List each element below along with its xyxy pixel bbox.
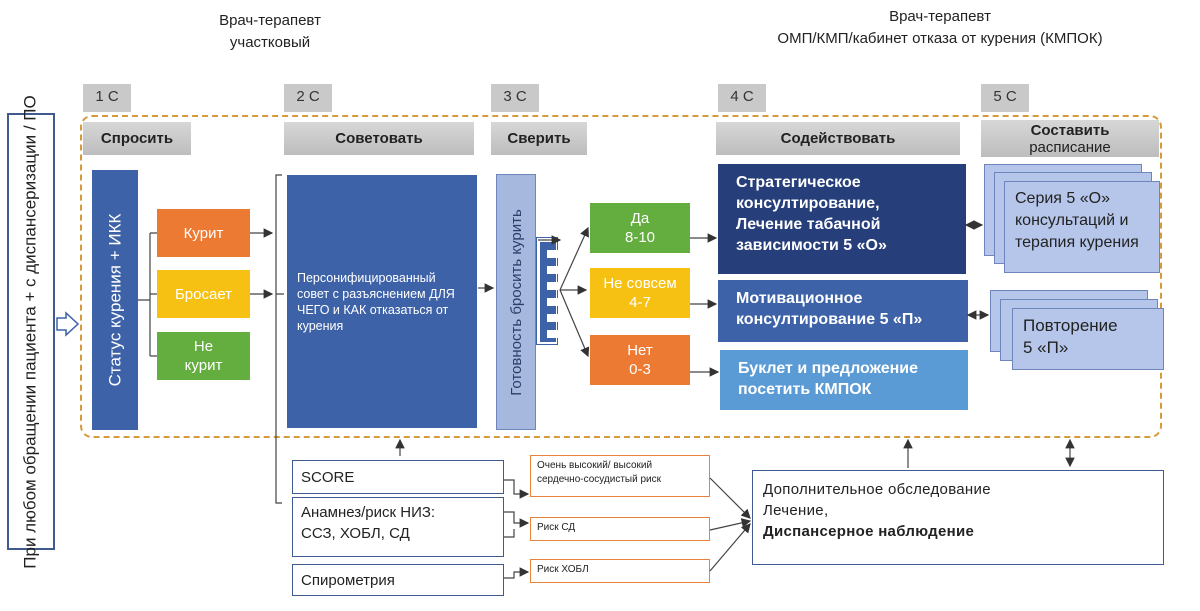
followup-line-3: Диспансерное наблюдение <box>763 523 975 540</box>
anamnesis-line-2: ССЗ, ХОБЛ, СД <box>301 525 410 542</box>
answer-not-quite-range: 4-7 <box>629 294 651 311</box>
series-line-2: консультаций и <box>1015 212 1129 229</box>
motivational-line-1: Мотивационное <box>736 290 863 307</box>
readiness-scale-graphic <box>540 242 559 342</box>
step-4-title: Содействовать <box>716 122 960 155</box>
role-caption-left: Врач-терапевт участковый <box>180 10 360 54</box>
copd-risk-box: Риск ХОБЛ <box>530 559 710 583</box>
step-1-title: Спросить <box>83 122 191 155</box>
series-line-1: Серия 5 «О» <box>1015 190 1110 207</box>
strategic-line-3: Лечение табачной <box>736 216 881 233</box>
readiness-scale-icon <box>536 237 559 345</box>
booklet-line-2: посетить КМПОК <box>738 381 872 398</box>
role-caption-left-line1: Врач-терапевт <box>219 12 321 29</box>
step-5-number: 5 С <box>981 84 1029 112</box>
diabetes-risk-box: Риск СД <box>530 517 710 541</box>
smoking-status-bar: Статус курения + ИКК <box>92 170 138 430</box>
answer-no-range: 0-3 <box>629 361 651 378</box>
strategic-line-4: зависимости 5 «О» <box>736 237 887 254</box>
readiness-bar: Готовность бросить курить <box>496 174 536 430</box>
repeat-line-2: 5 «П» <box>1023 338 1069 357</box>
role-caption-right-line1: Врач-терапевт <box>889 8 991 25</box>
motivational-counseling-box: Мотивационное консултирование 5 «П» <box>718 280 968 342</box>
motivational-line-2: консултирование 5 «П» <box>736 311 923 328</box>
repeat-box: Повторение 5 «П» <box>1012 308 1164 370</box>
step-5-title-line2: расписание <box>1029 138 1111 156</box>
cv-risk-line-1: Очень высокий/ высокий <box>537 460 653 471</box>
role-caption-right-line2: ОМП/КМП/кабинет отказа от курения (КМПОК… <box>777 30 1103 47</box>
role-caption-right: Врач-терапевт ОМП/КМП/кабинет отказа от … <box>700 6 1180 50</box>
score-box: SCORE <box>292 460 504 494</box>
followup-line-2: Лечение, <box>763 502 829 519</box>
process-outline <box>80 115 1162 438</box>
step-4-number: 4 С <box>718 84 766 112</box>
cv-risk-line-2: сердечно-сосудистый риск <box>537 474 661 485</box>
booklet-line-1: Буклет и предложение <box>738 360 919 377</box>
step-5-title-line1: Составить <box>1030 121 1110 139</box>
strategic-line-2: консултирование, <box>736 195 880 212</box>
anamnesis-line-1: Анамнез/риск НИЗ: <box>301 504 436 521</box>
followup-box: Дополнительное обследование Лечение, Дис… <box>752 470 1164 565</box>
answer-no: Нет 0-3 <box>590 335 690 385</box>
step-5-title: Составить расписание <box>981 120 1159 157</box>
cv-risk-box: Очень высокий/ высокий сердечно-сосудист… <box>530 455 710 497</box>
anamnesis-box: Анамнез/риск НИЗ: ССЗ, ХОБЛ, СД <box>292 497 504 557</box>
option-quitting: Бросает <box>157 270 250 318</box>
followup-line-1: Дополнительное обследование <box>763 481 991 498</box>
strategic-counseling-box: Стратегическое консултирование, Лечение … <box>718 164 966 274</box>
series-line-3: терапия курения <box>1015 234 1139 251</box>
step-3-number: 3 С <box>491 84 539 112</box>
answer-not-quite: Не совсем 4-7 <box>590 268 690 318</box>
answer-no-label: Нет <box>627 342 653 359</box>
entry-condition-box: При любом обращении пациента + с диспанс… <box>7 95 55 568</box>
step-2-title: Советовать <box>284 122 474 155</box>
answer-yes-label: Да <box>630 210 650 227</box>
role-caption-left-line2: участковый <box>229 34 311 51</box>
entry-arrow-icon <box>56 311 80 337</box>
step-1-number: 1 С <box>83 84 131 112</box>
strategic-line-1: Стратегическое <box>736 174 861 191</box>
option-smokes: Курит <box>157 209 250 257</box>
step-2-number: 2 С <box>284 84 332 112</box>
step-3-title: Сверить <box>491 122 587 155</box>
spirometry-box: Спирометрия <box>292 564 504 596</box>
repeat-line-1: Повторение <box>1023 316 1118 335</box>
series-consultations-box: Серия 5 «О» консультаций и терапия курен… <box>1004 181 1160 273</box>
answer-yes: Да 8-10 <box>590 203 690 253</box>
option-non-smoker: Не курит <box>157 332 250 380</box>
booklet-box: Буклет и предложение посетить КМПОК <box>720 350 968 410</box>
answer-yes-range: 8-10 <box>624 229 656 246</box>
answer-not-quite-label: Не совсем <box>603 275 677 292</box>
advice-box: Персонифицированный совет с разъяснением… <box>287 175 477 428</box>
